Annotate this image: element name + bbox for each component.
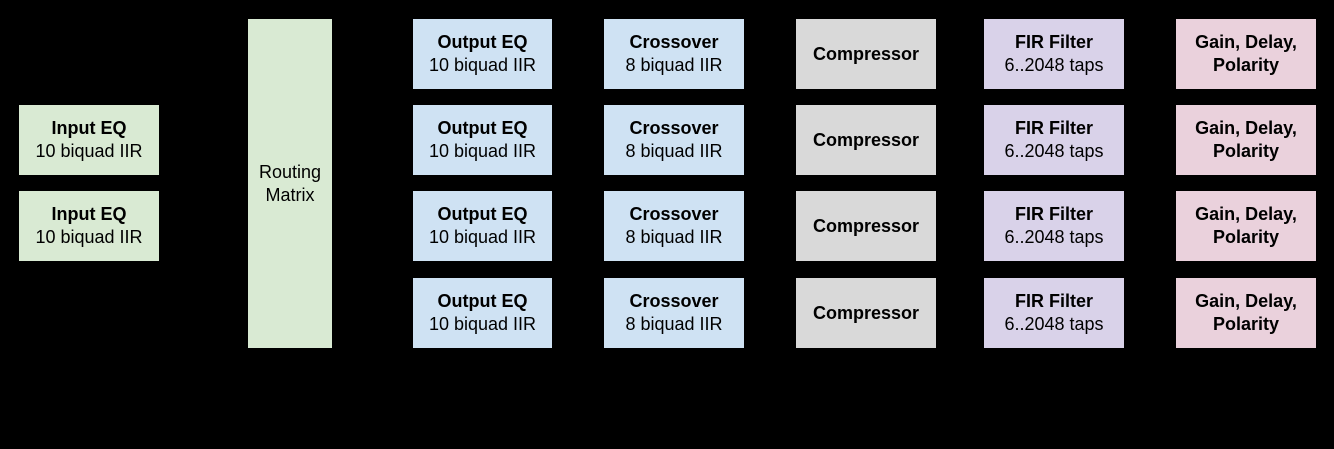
gain-delay-polarity-box: Gain, Delay, Polarity — [1175, 190, 1317, 262]
box-subtitle: 8 biquad IIR — [625, 314, 723, 334]
box-subtitle: 8 biquad IIR — [625, 141, 723, 161]
box-subtitle: 8 biquad IIR — [625, 55, 723, 75]
gain-delay-polarity-box: Gain, Delay, Polarity — [1175, 18, 1317, 90]
output-eq-box: Output EQ 10 biquad IIR — [412, 190, 553, 262]
input-eq-box-2: Input EQ 10 biquad IIR — [18, 190, 160, 262]
crossover-box: Crossover 8 biquad IIR — [603, 190, 745, 262]
fir-filter-box: FIR Filter 6..2048 taps — [983, 18, 1125, 90]
fir-filter-box: FIR Filter 6..2048 taps — [983, 277, 1125, 349]
compressor-box: Compressor — [795, 18, 937, 90]
box-title: Output EQ — [437, 204, 528, 224]
box-subtitle: 10 biquad IIR — [428, 141, 537, 161]
box-title: Crossover — [629, 291, 719, 311]
crossover-box: Crossover 8 biquad IIR — [603, 104, 745, 176]
box-subtitle: 10 biquad IIR — [428, 227, 537, 247]
input-eq-box-1: Input EQ 10 biquad IIR — [18, 104, 160, 176]
box-title: FIR Filter — [1014, 204, 1093, 224]
compressor-box: Compressor — [795, 190, 937, 262]
routing-matrix-box: Routing Matrix — [247, 18, 333, 349]
box-title: Output EQ — [437, 32, 528, 52]
box-title: Gain, Delay, Polarity — [1195, 291, 1297, 334]
box-subtitle: 6..2048 taps — [1004, 55, 1104, 75]
box-subtitle: 10 biquad IIR — [428, 55, 537, 75]
box-title: FIR Filter — [1014, 32, 1093, 52]
box-title: Routing Matrix — [258, 161, 322, 205]
compressor-box: Compressor — [795, 277, 937, 349]
box-subtitle: 6..2048 taps — [1004, 141, 1104, 161]
fir-filter-box: FIR Filter 6..2048 taps — [983, 104, 1125, 176]
box-title: Input EQ — [51, 118, 127, 138]
box-title: FIR Filter — [1014, 291, 1093, 311]
box-title: Gain, Delay, Polarity — [1195, 118, 1297, 161]
crossover-box: Crossover 8 biquad IIR — [603, 277, 745, 349]
gain-delay-polarity-box: Gain, Delay, Polarity — [1175, 277, 1317, 349]
box-title: Compressor — [812, 215, 920, 236]
box-title: Input EQ — [51, 204, 127, 224]
box-title: Output EQ — [437, 291, 528, 311]
box-title: Compressor — [812, 129, 920, 150]
box-title: Output EQ — [437, 118, 528, 138]
box-title: Compressor — [812, 302, 920, 323]
box-title: Gain, Delay, Polarity — [1195, 204, 1297, 247]
box-subtitle: 6..2048 taps — [1004, 314, 1104, 334]
crossover-box: Crossover 8 biquad IIR — [603, 18, 745, 90]
box-subtitle: 10 biquad IIR — [35, 141, 143, 161]
fir-filter-box: FIR Filter 6..2048 taps — [983, 190, 1125, 262]
output-eq-box: Output EQ 10 biquad IIR — [412, 277, 553, 349]
box-title: Compressor — [812, 43, 920, 64]
compressor-box: Compressor — [795, 104, 937, 176]
gain-delay-polarity-box: Gain, Delay, Polarity — [1175, 104, 1317, 176]
box-subtitle: 10 biquad IIR — [428, 314, 537, 334]
box-title: Crossover — [629, 204, 719, 224]
output-eq-box: Output EQ 10 biquad IIR — [412, 104, 553, 176]
box-subtitle: 8 biquad IIR — [625, 227, 723, 247]
box-title: Crossover — [629, 32, 719, 52]
output-eq-box: Output EQ 10 biquad IIR — [412, 18, 553, 90]
box-subtitle: 10 biquad IIR — [35, 227, 143, 247]
box-title: FIR Filter — [1014, 118, 1093, 138]
box-title: Crossover — [629, 118, 719, 138]
box-subtitle: 6..2048 taps — [1004, 227, 1104, 247]
box-title: Gain, Delay, Polarity — [1195, 32, 1297, 75]
